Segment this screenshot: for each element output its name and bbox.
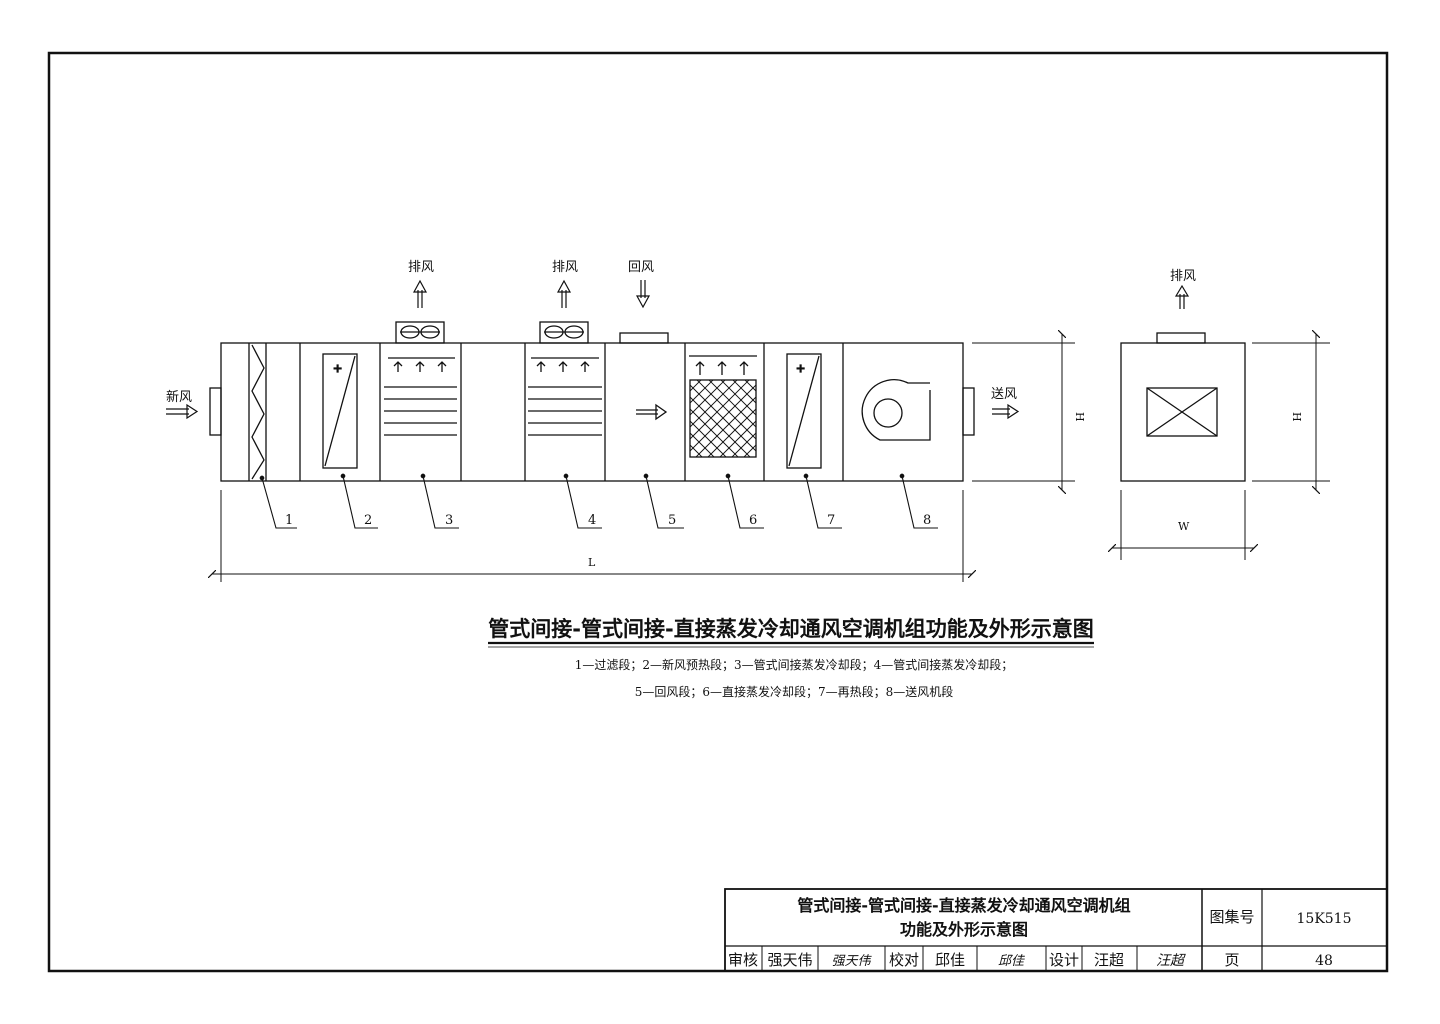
height-label: H bbox=[1073, 412, 1086, 422]
side-height-label: H bbox=[1290, 412, 1303, 422]
fresh-air-label: 新风 bbox=[166, 389, 192, 405]
svg-text:+: + bbox=[796, 362, 805, 375]
drawing-title: 管式间接-管式间接-直接蒸发冷却通风空调机组功能及外形示意图 bbox=[488, 617, 1093, 641]
section-number-1: 1 bbox=[285, 513, 293, 528]
drawing-frame bbox=[47, 51, 1389, 973]
unit-body bbox=[220, 342, 964, 482]
return-air-label: 回风 bbox=[628, 260, 654, 275]
fan-outlet-box bbox=[1146, 387, 1218, 437]
supply-air-outlet-stub bbox=[962, 387, 975, 436]
title-block-title-line1: 管式间接-管式间接-直接蒸发冷却通风空调机组 bbox=[797, 896, 1130, 915]
internal-flow-arrow bbox=[636, 403, 668, 421]
fresh-air-arrow bbox=[166, 403, 199, 420]
exhaust-fan-2 bbox=[539, 321, 589, 344]
review-label: 审核 bbox=[728, 951, 758, 969]
supply-air-arrow bbox=[992, 403, 1020, 420]
exhaust-arrow-side bbox=[1174, 284, 1190, 309]
exhaust-arrow-1 bbox=[412, 279, 428, 308]
filter-pleats bbox=[251, 344, 265, 480]
review-name: 强天伟 bbox=[767, 951, 812, 969]
legend-line-1: 1—过滤段；2—新风预热段；3—管式间接蒸发冷却段；4—管式间接蒸发冷却段； bbox=[575, 657, 1014, 672]
section-number-5: 5 bbox=[668, 513, 676, 528]
check-signature: 邱佳 bbox=[998, 954, 1025, 969]
page-label: 页 bbox=[1224, 951, 1239, 969]
exhaust-arrow-2 bbox=[556, 279, 572, 308]
title-block-title-line2: 功能及外形示意图 bbox=[900, 920, 1028, 939]
atlas-number-value: 15K515 bbox=[1297, 911, 1352, 927]
air-handling-unit-side-view bbox=[1120, 332, 1246, 482]
media-crosshatch bbox=[689, 379, 757, 458]
design-signature: 汪超 bbox=[1156, 953, 1186, 969]
legend-line-2: 5—回风段；6—直接蒸发冷却段；7—再热段；8—送风机段 bbox=[635, 684, 954, 699]
review-signature: 强天伟 bbox=[831, 954, 872, 969]
exhaust-label-side: 排风 bbox=[1170, 269, 1196, 284]
preheat-coil bbox=[322, 353, 358, 469]
air-handling-unit-front-view: + bbox=[209, 321, 975, 482]
supply-fan bbox=[861, 379, 931, 441]
svg-text:+: + bbox=[333, 362, 342, 375]
indirect-cooling-section-2 bbox=[528, 357, 602, 436]
title-block bbox=[724, 888, 1388, 972]
check-name: 邱佳 bbox=[935, 951, 965, 969]
reheat-coil bbox=[786, 353, 822, 469]
check-label: 校对 bbox=[889, 951, 919, 969]
design-label: 设计 bbox=[1049, 951, 1079, 969]
exhaust-fan-1 bbox=[395, 321, 445, 344]
section-leaders bbox=[259, 473, 938, 529]
atlas-number-label: 图集号 bbox=[1209, 908, 1254, 926]
section-number-2: 2 bbox=[364, 513, 372, 528]
length-label: L bbox=[588, 556, 596, 569]
page-number: 48 bbox=[1315, 953, 1333, 969]
indirect-cooling-section-1 bbox=[384, 357, 457, 436]
direct-cooling-media bbox=[689, 379, 757, 458]
section-number-6: 6 bbox=[749, 513, 757, 528]
exhaust-label-2: 排风 bbox=[552, 260, 578, 275]
section-number-8: 8 bbox=[923, 513, 931, 528]
section-number-4: 4 bbox=[588, 513, 596, 528]
fresh-air-inlet-stub bbox=[209, 387, 222, 436]
return-air-stub bbox=[619, 332, 669, 344]
width-label: W bbox=[1178, 520, 1190, 533]
return-air-arrow bbox=[635, 280, 651, 309]
section-number-3: 3 bbox=[445, 513, 453, 528]
design-name: 汪超 bbox=[1094, 951, 1124, 969]
section-number-7: 7 bbox=[827, 513, 835, 528]
exhaust-label-1: 排风 bbox=[408, 260, 434, 275]
supply-air-label: 送风 bbox=[991, 387, 1017, 402]
